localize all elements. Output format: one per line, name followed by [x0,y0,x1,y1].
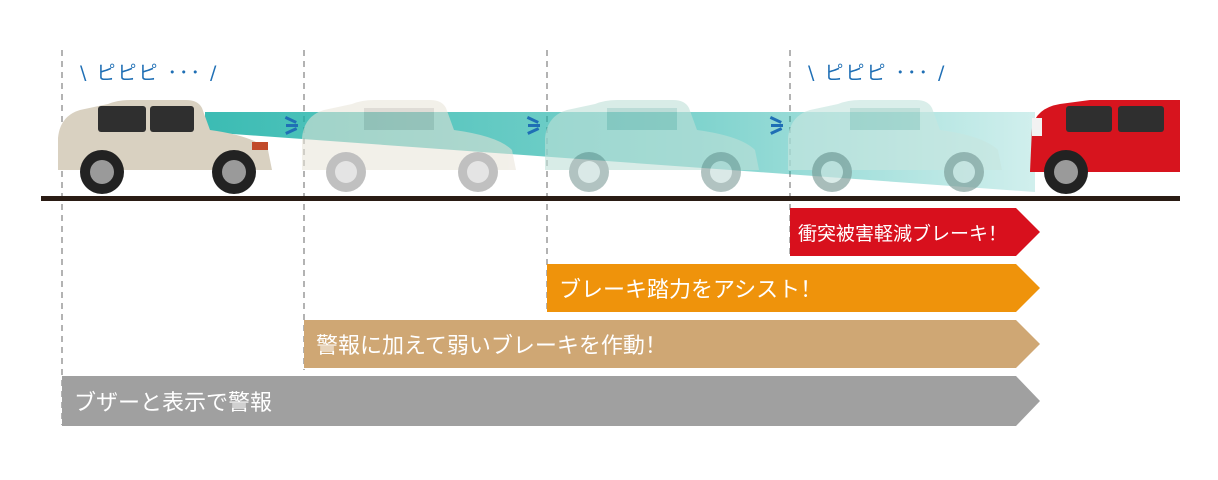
car-ghost-2 [545,100,759,192]
stage-label: 衝突被害軽減ブレーキ！ [798,222,1008,245]
stage-bar-light-brake: 警報に加えて弱いブレーキを作動！ [304,320,1040,368]
stage-label: 警報に加えて弱いブレーキを作動！ [316,334,667,359]
warning-sound-text: \ ピピピ ･･･ / [808,62,947,84]
car-ghost-1 [302,100,516,192]
ground-line [41,196,1180,201]
stage-bar-brake-assist: ブレーキ踏力をアシスト！ [547,264,1040,312]
stage-bar-aeb: 衝突被害軽減ブレーキ！ [790,208,1040,256]
stage-label: ブレーキ踏力をアシスト！ [559,278,823,303]
radar-wave-icon [284,116,783,135]
stage-bar-alarm: ブザーと表示で警報 [62,376,1040,426]
warning-sound-text: \ ピピピ ･･･ / [80,62,219,84]
car-lead [1030,100,1180,194]
car-ghost-3 [788,100,1002,192]
car-subject [58,100,272,194]
stage-label: ブザーと表示で警報 [74,391,273,416]
